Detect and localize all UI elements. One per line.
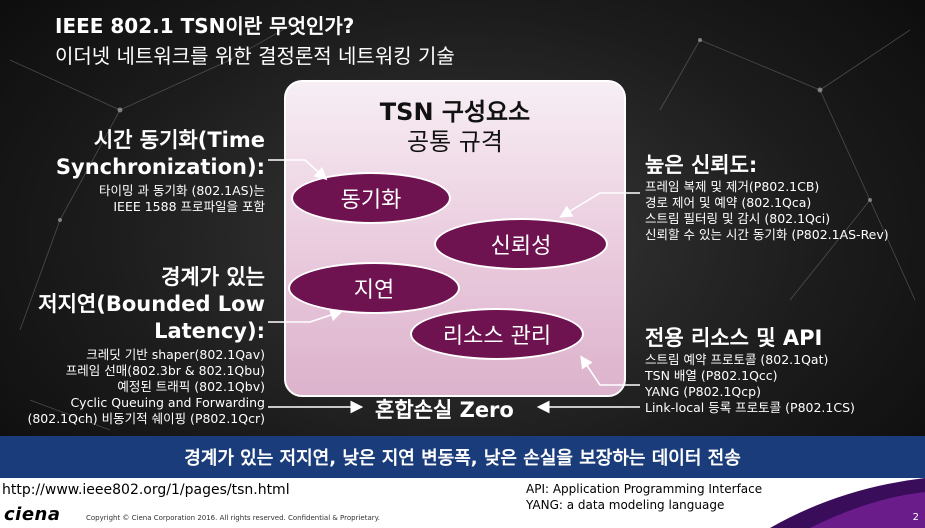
resources-heading: 전용 리소스 및 API (645, 326, 823, 350)
slide-subtitle: 이더넷 네트워크를 위한 결정론적 네트워킹 기술 (55, 44, 455, 68)
yang-definition: YANG: a data modeling language (526, 498, 725, 512)
ciena-logo: ciena (4, 504, 61, 525)
page-number: 2 (912, 512, 919, 523)
footer-bar (0, 478, 925, 528)
component-synchronization: 동기화 (291, 172, 451, 224)
latency-desc: 예정된 트래픽 (802.1Qbv) (117, 379, 265, 394)
resources-api-section: 전용 리소스 및 API 스트림 예약 프로토콜 (802.1Qat) TSN … (645, 325, 925, 416)
time-sync-desc: 타이밍 과 동기화 (802.1AS)는 (99, 183, 265, 198)
component-resource-management: 리소스 관리 (410, 308, 584, 360)
time-sync-heading-line2: Synchronization): (55, 155, 265, 179)
reliability-desc: 프레임 복제 및 제거(P802.1CB) (645, 179, 820, 194)
time-sync-desc: IEEE 1588 프로파일을 포함 (113, 199, 265, 214)
reliability-desc: 신뢰할 수 있는 시간 동기화 (P802.1AS-Rev) (645, 227, 889, 242)
resources-desc: Link-local 등록 프로토콜 (P802.1CS) (645, 400, 855, 415)
component-reliability: 신뢰성 (434, 218, 608, 270)
latency-desc: (802.1Qch) 비동기적 쉐이핑 (P802.1Qcr) (27, 411, 265, 426)
center-box-subtitle: 공통 규격 (407, 128, 503, 156)
slide-title: IEEE 802.1 TSN이란 무엇인가? (55, 14, 355, 38)
component-latency: 지연 (288, 262, 460, 314)
resources-desc: TSN 배열 (P802.1Qcc) (645, 368, 778, 383)
api-definition: API: Application Programming Interface (526, 482, 763, 496)
component-label: 지연 (353, 278, 395, 303)
latency-desc: Cyclic Queuing and Forwarding (70, 395, 265, 410)
latency-heading-line1: 경계가 있는 (161, 265, 265, 289)
center-box-title: TSN 구성요소 (379, 98, 531, 126)
latency-heading-line2: 저지연(Bounded Low (38, 292, 265, 316)
component-label: 리소스 관리 (442, 324, 552, 349)
reliability-section: 높은 신뢰도: 프레임 복제 및 제거(P802.1CB) 경로 제어 및 예약… (645, 152, 925, 243)
component-label: 신뢰성 (490, 234, 552, 259)
component-label: 동기화 (340, 188, 402, 213)
latency-heading-line3: Latency): (154, 319, 265, 343)
time-sync-section: 시간 동기화(Time Synchronization): 타이밍 과 동기화 … (0, 127, 265, 215)
summary-banner: 경계가 있는 저지연, 낮은 지연 변동폭, 낮은 손실을 보장하는 데이터 전… (0, 436, 925, 478)
brand-swoosh-graphic (770, 478, 925, 528)
latency-desc: 프레임 선매(802.3br & 802.1Qbu) (65, 363, 265, 378)
reliability-heading: 높은 신뢰도: (645, 153, 758, 177)
reference-link[interactable]: http://www.ieee802.org/1/pages/tsn.html (2, 482, 290, 498)
resources-desc: 스트림 예약 프로토콜 (802.1Qat) (645, 352, 829, 367)
time-sync-heading-line1: 시간 동기화(Time (93, 128, 265, 152)
banner-text: 경계가 있는 저지연, 낮은 지연 변동폭, 낮은 손실을 보장하는 데이터 전… (184, 448, 741, 469)
resources-desc: YANG (P802.1Qcp) (645, 384, 761, 399)
bounded-latency-section: 경계가 있는 저지연(Bounded Low Latency): 크레딧 기반 … (0, 264, 265, 427)
zero-loss-label: 혼합손실 Zero (375, 398, 514, 422)
latency-desc: 크레딧 기반 shaper(802.1Qav) (86, 347, 265, 362)
copyright-text: Copyright © Ciena Corporation 2016. All … (86, 514, 381, 522)
reliability-desc: 스트림 필터링 및 감시 (802.1Qci) (645, 211, 831, 226)
reliability-desc: 경로 제어 및 예약 (802.1Qca) (645, 195, 812, 210)
